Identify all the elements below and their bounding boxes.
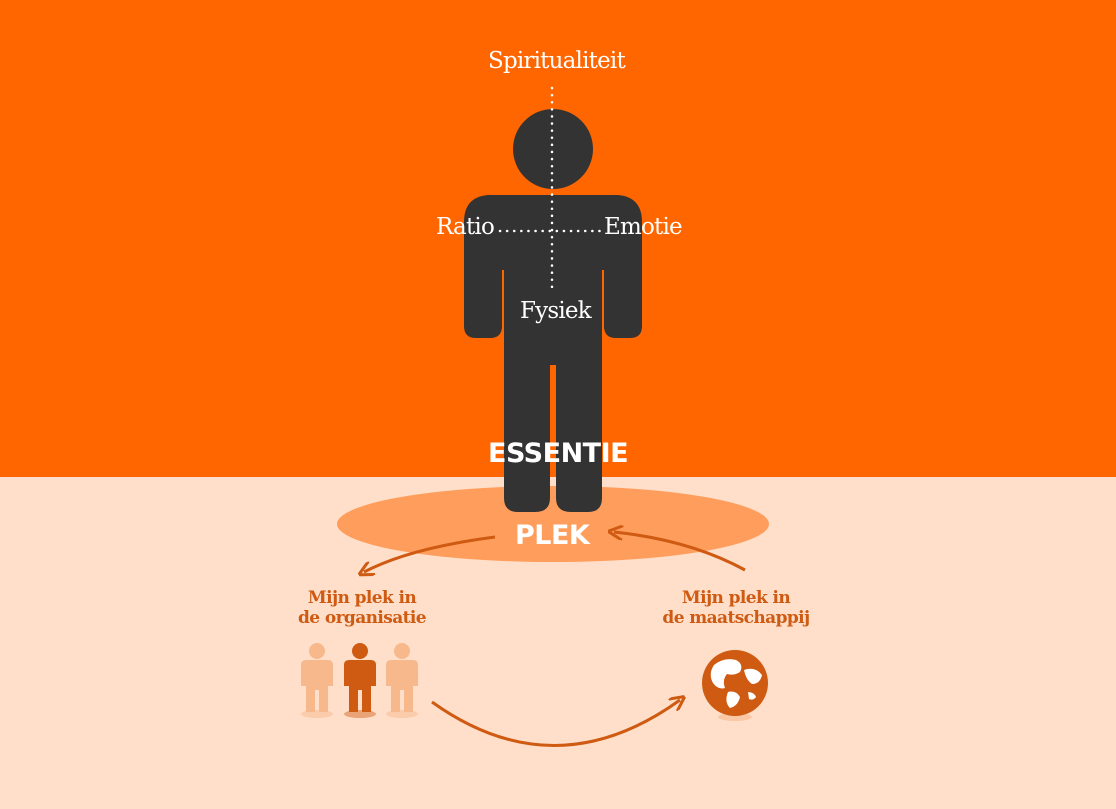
label-ratio: Ratio bbox=[436, 214, 495, 240]
label-maatschappij: Mijn plek in de maatschappij bbox=[636, 588, 836, 628]
person-left-icon bbox=[301, 643, 333, 718]
arrow-to-plek bbox=[614, 532, 746, 572]
label-emotie: Emotie bbox=[604, 214, 683, 240]
label-essentie: ESSENTIE bbox=[488, 438, 629, 469]
person-middle-icon bbox=[344, 643, 376, 718]
people-group-icon bbox=[301, 643, 418, 718]
label-fysiek: Fysiek bbox=[520, 298, 592, 324]
globe-icon bbox=[702, 650, 768, 721]
person-head bbox=[513, 109, 593, 189]
label-maatschappij-line2: de maatschappij bbox=[662, 608, 810, 628]
label-maatschappij-line1: Mijn plek in bbox=[681, 588, 791, 608]
place-ellipse bbox=[337, 486, 769, 562]
arrow-organisatie-to-maatschappij bbox=[431, 700, 680, 747]
arrow-to-organisatie bbox=[364, 535, 496, 572]
person-figure bbox=[464, 109, 642, 512]
label-spiritualiteit: Spiritualiteit bbox=[488, 48, 626, 74]
person-right-icon bbox=[386, 643, 418, 718]
label-plek: PLEK bbox=[515, 520, 590, 551]
label-organisatie-line2: de organisatie bbox=[298, 608, 427, 628]
person-body bbox=[464, 195, 642, 512]
label-organisatie-line1: Mijn plek in bbox=[307, 588, 417, 608]
label-organisatie: Mijn plek in de organisatie bbox=[262, 588, 462, 628]
